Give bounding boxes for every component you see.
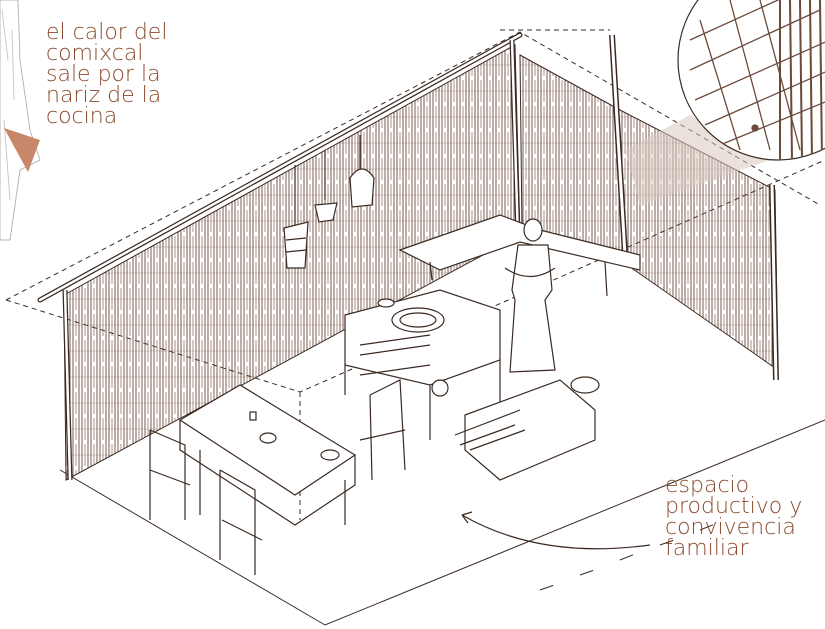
woman-figure — [504, 218, 556, 373]
floor-outline — [59, 419, 825, 626]
clay-pot-icon — [4, 128, 40, 172]
reed-wall-short — [519, 34, 779, 381]
hanging-cup-icon — [314, 202, 338, 223]
hanging-utensils — [283, 135, 375, 269]
plate-icon — [320, 449, 340, 461]
bench — [398, 214, 641, 297]
chairs — [149, 379, 406, 575]
reed-detail-magnifier — [625, 0, 825, 205]
annotation-arrow — [461, 511, 651, 550]
comixcal-stove — [344, 289, 501, 440]
heat-annotation: el calor del comixcal sale por la nariz … — [46, 20, 168, 129]
comal-icon — [377, 298, 395, 308]
space-annotation: espacio productivo y convivencia familia… — [665, 473, 803, 561]
firewood-box — [431, 376, 600, 481]
hanging-bag-icon — [349, 168, 375, 208]
bowl-icon — [259, 432, 277, 444]
dining-table — [178, 384, 357, 526]
left-edge-figure — [0, 0, 41, 241]
hanging-basket-icon — [283, 221, 309, 269]
